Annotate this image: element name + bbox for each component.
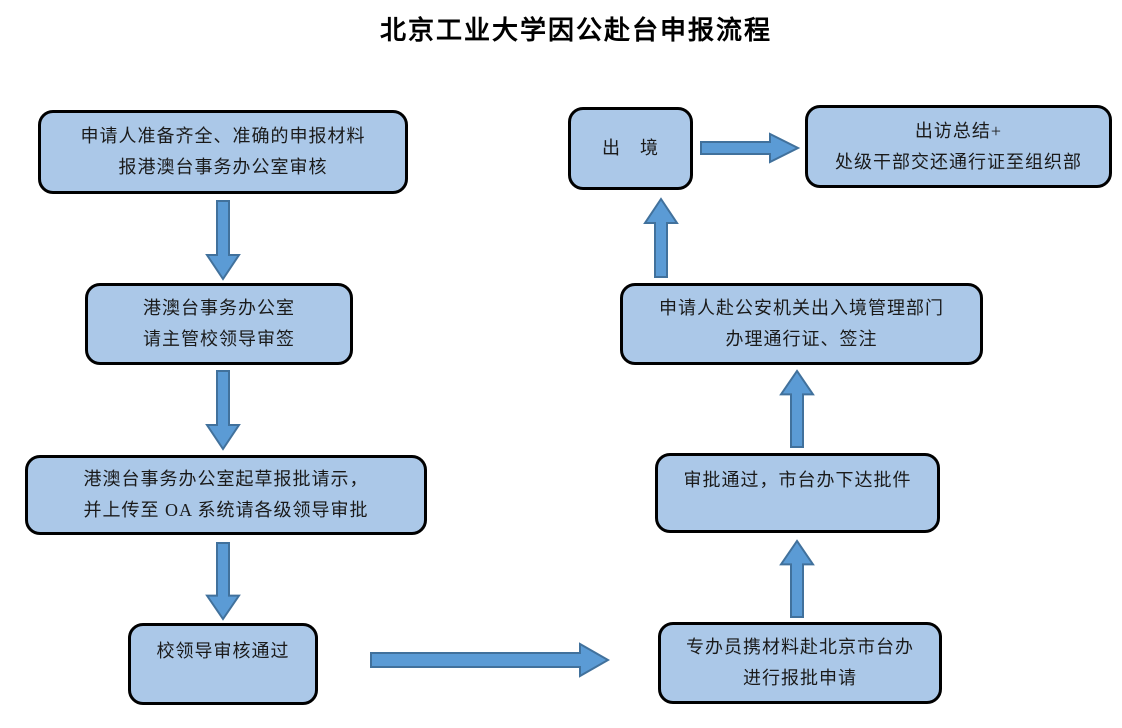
node-draft-oa-approval-label-1: 港澳台事务办公室起草报批请示， — [83, 469, 369, 490]
node-submit-city-taiban: 专办员携材料赴北京市台办 进行报批申请 — [658, 622, 942, 704]
node-trip-summary-return-permit: 出访总结+ 处级干部交还通行证至组织部 — [805, 105, 1112, 188]
node-apply-travel-permit-label-2: 办理通行证、签注 — [725, 329, 878, 349]
arrow-up-permit-to-exit-icon — [643, 197, 679, 278]
node-prepare-materials-label-1: 申请人准备齐全、准确的申报材料 — [80, 126, 366, 147]
arrow-down-draft-to-approved-icon — [205, 542, 241, 621]
node-leader-approved: 校领导审核通过 — [128, 623, 318, 705]
arrow-up-submit-to-approval-icon — [779, 539, 815, 618]
arrow-down-prepare-to-office-icon — [205, 200, 241, 281]
node-approval-document-issued-label: 审批通过，市台办下达批件 — [683, 469, 912, 490]
node-draft-oa-approval: 港澳台事务办公室起草报批请示， 并上传至 OA 系统请各级领导审批 — [25, 455, 427, 535]
node-apply-travel-permit-label-1: 申请人赴公安机关出入境管理部门 — [659, 298, 944, 319]
node-prepare-materials: 申请人准备齐全、准确的申报材料 报港澳台事务办公室审核 — [38, 110, 408, 194]
node-apply-travel-permit: 申请人赴公安机关出入境管理部门 办理通行证、签注 — [620, 283, 983, 365]
arrow-down-office-to-draft-icon — [205, 370, 241, 451]
node-office-leader-sign-label-1: 港澳台事务办公室 — [143, 298, 295, 319]
node-office-leader-sign: 港澳台事务办公室 请主管校领导审签 — [85, 283, 353, 365]
node-leader-approved-label: 校领导审核通过 — [156, 640, 290, 661]
node-draft-oa-approval-label-2: 并上传至 OA 系统请各级领导审批 — [83, 500, 369, 520]
node-trip-summary-label-1: 出访总结+ — [914, 120, 1003, 141]
node-trip-summary-label-2: 处级干部交还通行证至组织部 — [835, 151, 1082, 172]
node-approval-document-issued: 审批通过，市台办下达批件 — [655, 453, 940, 533]
node-exit-border-label: 出 境 — [602, 138, 659, 159]
node-submit-city-taiban-label-2: 进行报批申请 — [743, 668, 857, 688]
node-exit-border: 出 境 — [568, 107, 693, 190]
node-prepare-materials-label-2: 报港澳台事务办公室审核 — [118, 157, 328, 177]
arrow-right-exit-to-summary-icon — [700, 132, 801, 164]
page-title: 北京工业大学因公赴台申报流程 — [379, 16, 772, 45]
node-office-leader-sign-label-2: 请主管校领导审签 — [143, 329, 295, 349]
node-submit-city-taiban-label-1: 专办员携材料赴北京市台办 — [686, 637, 914, 658]
arrow-right-approved-to-submit-icon — [370, 642, 611, 678]
arrow-up-approval-to-permit-icon — [779, 369, 815, 448]
